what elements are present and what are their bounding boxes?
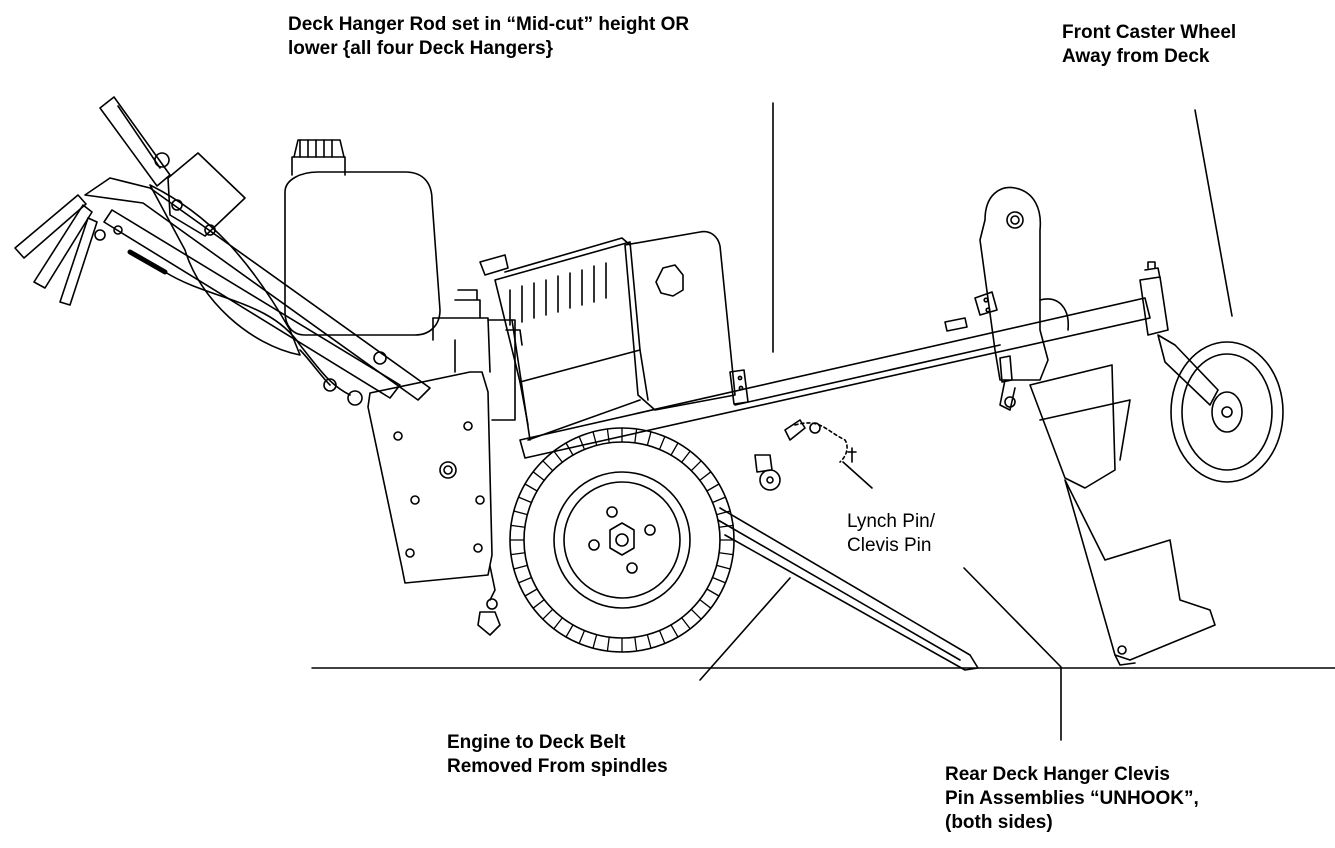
tread-block bbox=[690, 608, 702, 620]
tread-block bbox=[513, 564, 528, 570]
front-caster-line1: Front Caster Wheel bbox=[1062, 22, 1237, 43]
tread-block bbox=[718, 552, 734, 556]
rear-clevis-callout: Rear Deck Hanger Clevis Pin Assemblies “… bbox=[945, 763, 1199, 835]
leader-front-caster bbox=[1194, 109, 1233, 317]
tread-block bbox=[658, 435, 666, 451]
deck-hanger-rod-callout: Deck Hanger Rod set in “Mid-cut” height … bbox=[288, 13, 689, 61]
tread-block bbox=[658, 629, 666, 645]
tread-block bbox=[592, 634, 598, 649]
tread-block bbox=[532, 471, 545, 481]
lynch-pin-line2: Clevis Pin bbox=[847, 535, 932, 556]
tread-block bbox=[542, 608, 554, 620]
tread-block bbox=[510, 552, 526, 556]
tread-block bbox=[681, 450, 691, 463]
lynch-pin-line1: Lynch Pin/ bbox=[847, 511, 936, 532]
tread-block bbox=[711, 576, 727, 584]
leader-lynch-pin bbox=[842, 461, 873, 489]
deck-hanger-rod-line1: Deck Hanger Rod set in “Mid-cut” height … bbox=[288, 14, 690, 35]
deck-frame bbox=[519, 261, 1169, 459]
tread-block bbox=[592, 431, 598, 446]
tread-block bbox=[510, 524, 526, 528]
tread-block bbox=[517, 576, 533, 584]
tread-block bbox=[606, 636, 610, 652]
handle-assembly bbox=[14, 96, 431, 406]
engine-belt-callout: Engine to Deck Belt Removed From spindle… bbox=[447, 731, 668, 779]
tread-block bbox=[706, 483, 720, 492]
rear-frame bbox=[367, 289, 516, 584]
tread-block bbox=[670, 624, 679, 638]
tread-block bbox=[578, 629, 586, 645]
deck-side bbox=[999, 364, 1216, 666]
tread-block bbox=[517, 496, 533, 504]
engine-cover bbox=[624, 230, 749, 411]
leader-lines bbox=[699, 102, 1233, 741]
tread-block bbox=[542, 460, 554, 472]
tread-block bbox=[681, 617, 691, 630]
tread-block bbox=[532, 599, 545, 609]
tread-block bbox=[524, 588, 538, 597]
tread-block bbox=[634, 636, 638, 652]
engine-belt-line2: Removed From spindles bbox=[447, 756, 668, 777]
tread-block bbox=[716, 510, 731, 516]
deck-hanger-rod-line2: lower {all four Deck Hangers} bbox=[288, 38, 554, 59]
tread-block bbox=[578, 435, 586, 451]
tread-block bbox=[646, 431, 652, 446]
tread-block bbox=[646, 634, 652, 649]
tread-block bbox=[716, 564, 731, 570]
tread-block bbox=[711, 496, 727, 504]
tread-block bbox=[553, 617, 563, 630]
rear-clevis-line3: (both sides) bbox=[945, 812, 1053, 833]
engine bbox=[479, 237, 649, 441]
tread-block bbox=[634, 428, 638, 444]
engine-belt-line1: Engine to Deck Belt bbox=[447, 732, 626, 753]
tread-block bbox=[565, 624, 574, 638]
tread-block bbox=[699, 599, 712, 609]
rear-clevis-line2: Pin Assemblies “UNHOOK”, bbox=[945, 788, 1199, 809]
front-caster-callout: Front Caster Wheel Away from Deck bbox=[1062, 21, 1236, 69]
lynch-pin-callout: Lynch Pin/ Clevis Pin bbox=[847, 510, 935, 558]
leader-clevis-diag bbox=[963, 567, 1062, 668]
fuel-tank bbox=[284, 139, 441, 336]
tread-block bbox=[706, 588, 720, 597]
tread-block bbox=[513, 510, 528, 516]
tread-block bbox=[690, 460, 702, 472]
tread-block bbox=[565, 442, 574, 456]
lynch-pin-assembly bbox=[754, 419, 857, 491]
tread-block bbox=[606, 428, 610, 444]
tread-block bbox=[553, 450, 563, 463]
tread-block bbox=[670, 442, 679, 456]
tread-block bbox=[718, 524, 734, 528]
tread-block bbox=[699, 471, 712, 481]
rear-clevis-line1: Rear Deck Hanger Clevis bbox=[945, 764, 1170, 785]
leader-engine-belt bbox=[699, 577, 791, 681]
lower-clevis-pin bbox=[477, 565, 501, 636]
tread-block bbox=[524, 483, 538, 492]
front-caster-line2: Away from Deck bbox=[1062, 46, 1210, 67]
tire-tread bbox=[509, 427, 735, 653]
deck-belt bbox=[717, 507, 979, 671]
front-caster-wheel bbox=[1157, 334, 1284, 483]
front-hanger-bracket bbox=[944, 186, 1069, 383]
